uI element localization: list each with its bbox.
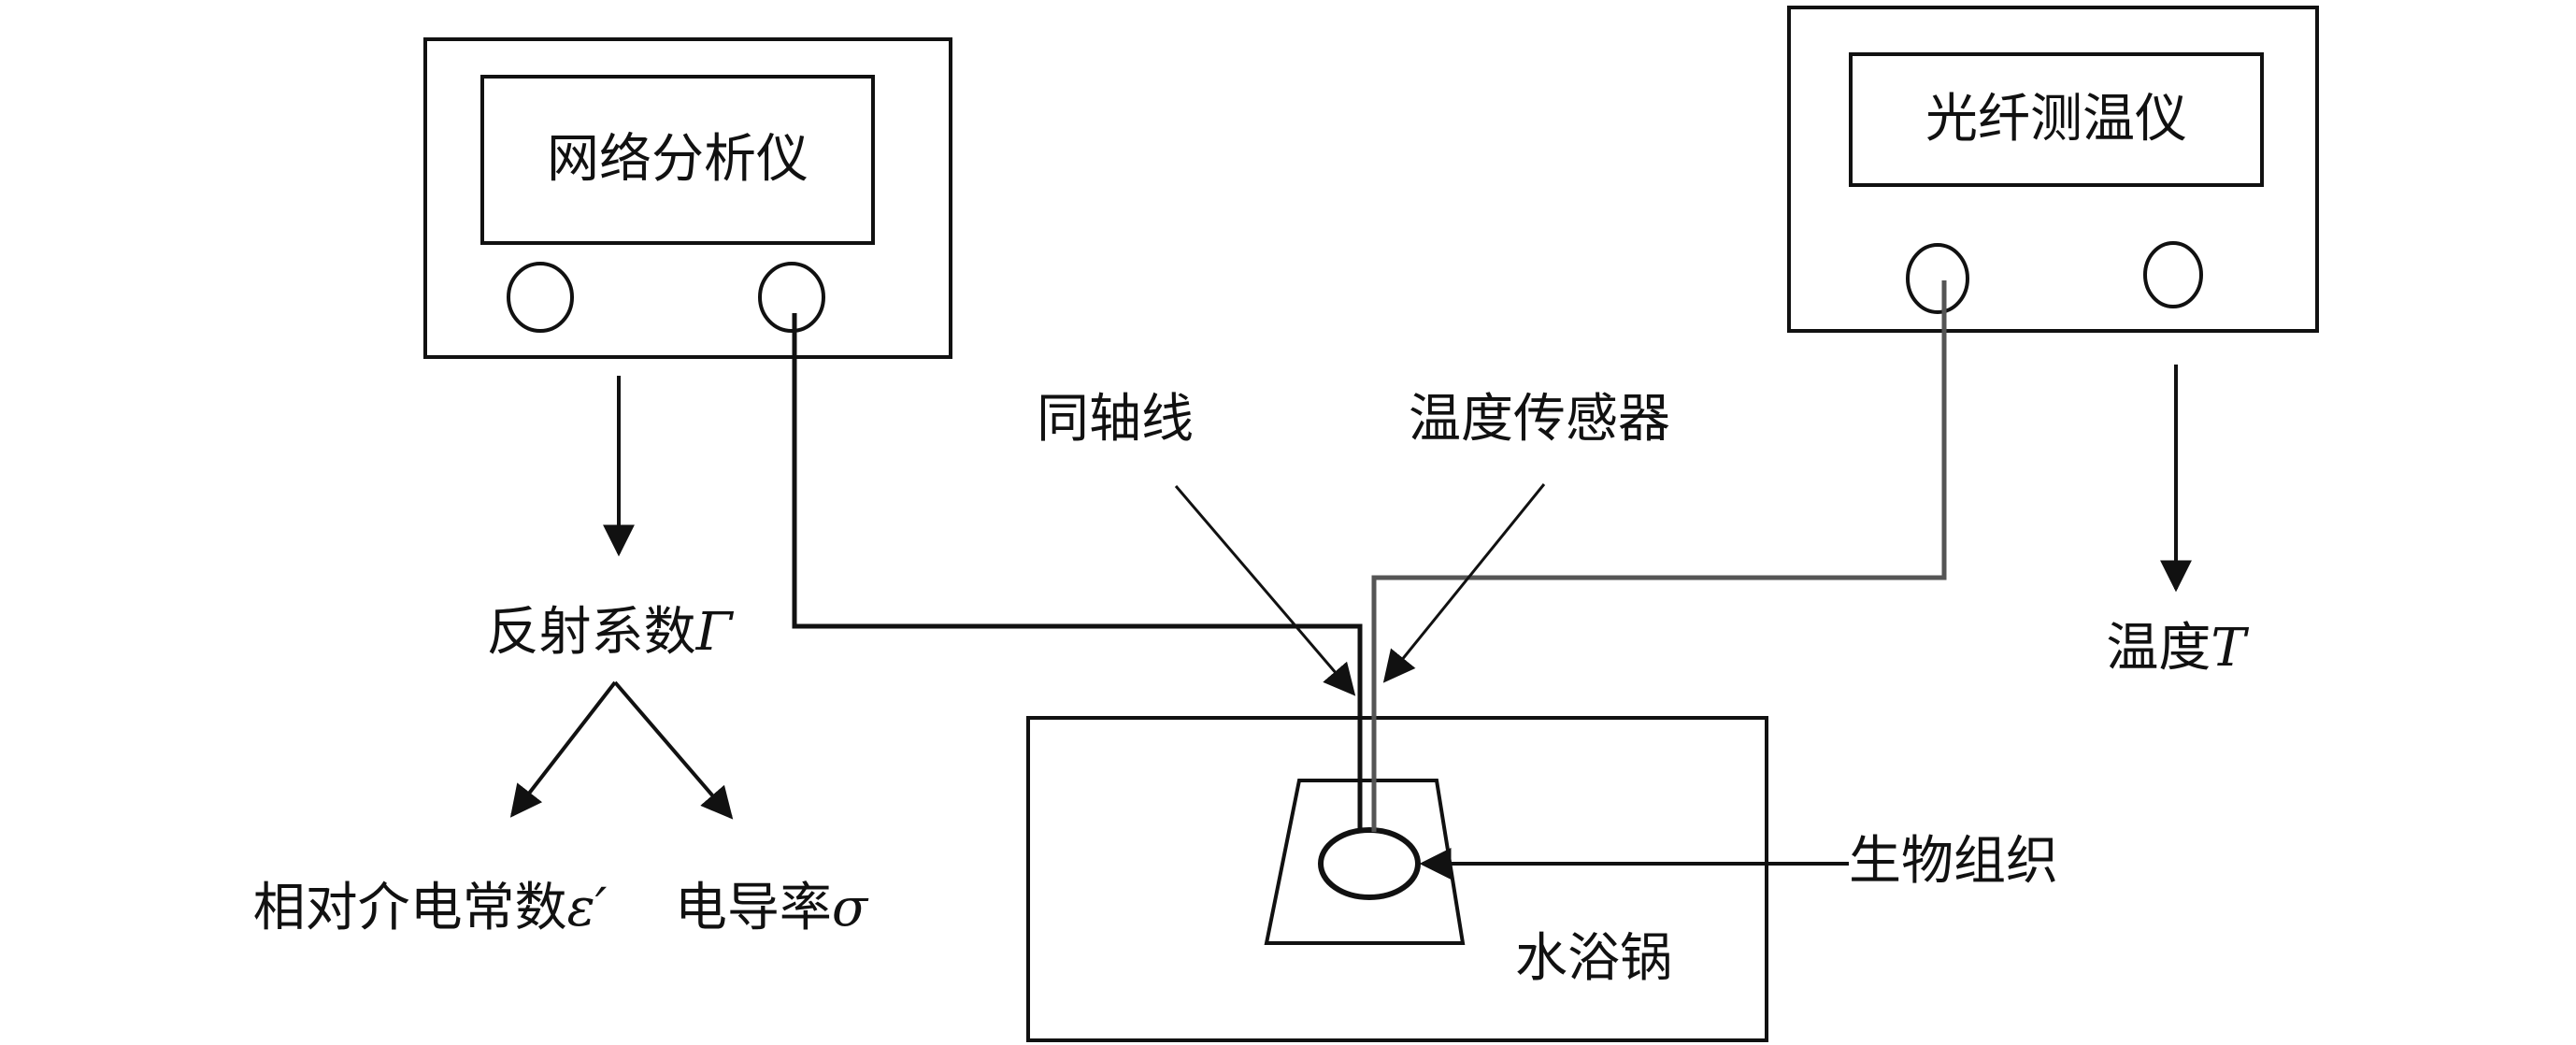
fiber-thermometer: 光纤测温仪: [1787, 6, 2319, 333]
water-bath: 水浴锅: [1026, 716, 1768, 1042]
tissue-label: 生物组织: [1849, 831, 2058, 892]
temperature-label: 温度T: [2106, 618, 2249, 679]
tissue-sample: [1318, 827, 1421, 900]
fiber-thermometer-knob-right: [2143, 241, 2203, 308]
water-bath-label: 水浴锅: [1515, 928, 1672, 989]
coax-cable: [792, 313, 1363, 832]
network-analyzer-label: 网络分析仪: [547, 129, 809, 190]
water-bath-body: [1026, 716, 1768, 1042]
temp-sensor-leader-arrow: [1382, 483, 1546, 683]
fiber-cable: [1371, 280, 1947, 832]
coax-leader-arrow: [1174, 485, 1356, 696]
fiber-thermometer-body: [1787, 6, 2319, 333]
conductivity-arrow: [613, 680, 734, 820]
reflection-coefficient-label: 反射系数Γ: [487, 602, 735, 663]
temp-sensor-label: 温度传感器: [1409, 389, 1670, 450]
network-analyzer-knob-left: [507, 262, 574, 333]
conductivity-label: 电导率σ: [675, 878, 869, 938]
fiber-thermometer-label: 光纤测温仪: [1925, 89, 2187, 150]
coax-label: 同轴线: [1037, 389, 1194, 450]
network-analyzer: 网络分析仪: [423, 37, 952, 359]
network-analyzer-body: [423, 37, 952, 359]
fiber-thermometer-screen: [1849, 52, 2264, 187]
fiber-thermometer-knob-left: [1906, 243, 1969, 314]
permittivity-arrow: [509, 680, 617, 818]
tissue-container: [1264, 779, 1466, 945]
network-analyzer-knob-right: [758, 262, 825, 333]
permittivity-label: 相对介电常数ε′: [253, 878, 608, 938]
network-analyzer-screen: [480, 75, 875, 245]
